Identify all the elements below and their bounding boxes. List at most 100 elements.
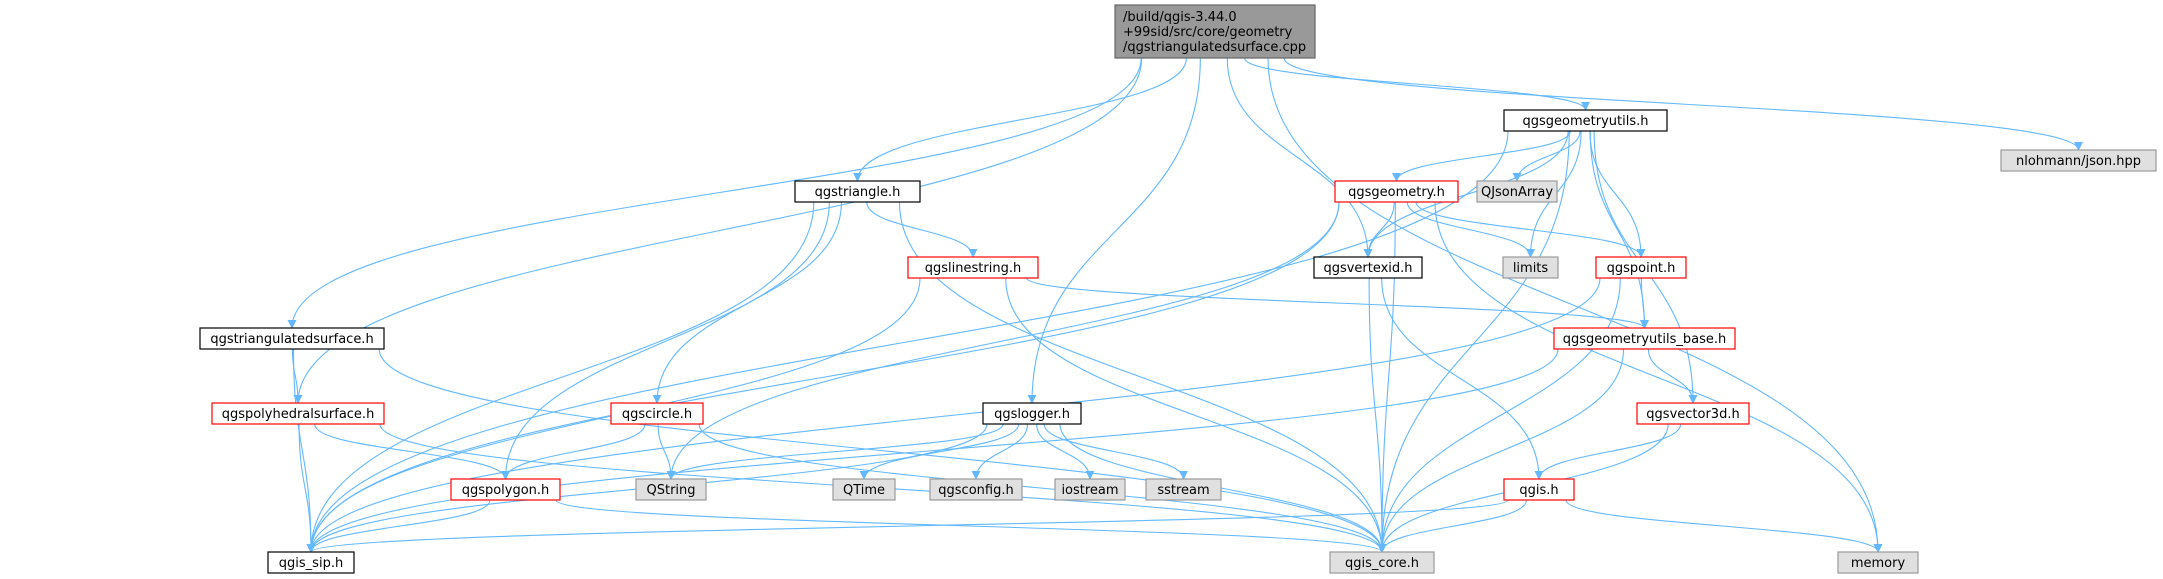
node-box-qgstriangle — [794, 180, 921, 203]
edge-qgsgeometryutils-to-qgis_core — [1377, 130, 1570, 553]
node-box-qgspoint — [1595, 256, 1687, 279]
edge-qgsvertexid-to-qgis — [1381, 277, 1544, 480]
edge-qgstriangle-to-qgspolygon — [501, 201, 830, 480]
edge-qgsgeometry-to-qgspoint — [1415, 201, 1646, 258]
node-box-qgscircle — [610, 402, 704, 425]
node-qgis_core: qgis_core.h — [1329, 551, 1435, 574]
node-label-qgsgeometryutils: qgsgeometryutils.h — [1523, 114, 1649, 129]
node-iostream: iostream — [1054, 478, 1126, 501]
edge-qgscircle-to-qgspolygon — [501, 423, 646, 480]
node-label-qgspolyhedralsurface: qgspolyhedralsurface.h — [222, 407, 375, 422]
node-qgslinestring[interactable]: qgslinestring.h — [907, 256, 1039, 279]
node-label-qgsvertexid: qgsvertexid.h — [1323, 261, 1412, 276]
node-label-qgis_sip: qgis_sip.h — [279, 556, 343, 571]
edge-qgstriangulatedsurface-to-qgis_core — [378, 348, 1387, 553]
node-label-qgslinestring: qgslinestring.h — [925, 261, 1021, 276]
node-box-memory — [1837, 551, 1919, 574]
edge-qgsgeometryutils-to-qgsvertexid — [1363, 130, 1569, 258]
edge-qgspolygon-to-qgis_core — [555, 499, 1387, 553]
node-qgsgeometryutils_base[interactable]: qgsgeometryutils_base.h — [1553, 327, 1736, 350]
node-box-qgslogger — [982, 402, 1082, 425]
edge-qgis-to-qgis_core — [1377, 499, 1527, 553]
edge-qgslinestring-to-qgsgeometryutils_base — [1026, 277, 1649, 329]
node-label-qgscircle: qgscircle.h — [622, 407, 692, 422]
edge-qgslogger-to-qgsconfig — [971, 423, 1029, 480]
node-box-qgis_sip — [267, 551, 355, 574]
edge-qgstriangulatedsurface-to-qgis_sip — [292, 348, 316, 553]
node-box-qgsgeometry — [1334, 180, 1459, 203]
node-box-qgsvector3d — [1636, 402, 1750, 425]
edge-qgspolyhedralsurface-to-qgis_sip — [298, 423, 316, 553]
node-box-qjsonarray — [1476, 180, 1558, 203]
edge-qgscircle-to-qstring — [657, 423, 676, 480]
node-label-iostream: iostream — [1061, 483, 1118, 498]
node-label-qgstriangle: qgstriangle.h — [815, 185, 901, 200]
node-label-root-line-0: /build/qgis-3.44.0 — [1123, 10, 1237, 25]
node-qgsvector3d[interactable]: qgsvector3d.h — [1636, 402, 1750, 425]
node-label-qgstriangulatedsurface: qgstriangulatedsurface.h — [210, 332, 373, 347]
node-box-nlohmann — [2000, 149, 2157, 172]
node-qgstriangulatedsurface[interactable]: qgstriangulatedsurface.h — [199, 327, 385, 350]
node-qgsgeometryutils[interactable]: qgsgeometryutils.h — [1503, 109, 1668, 132]
node-sstream: sstream — [1145, 478, 1222, 501]
node-box-qgis — [1503, 478, 1575, 501]
edge-qgslogger-to-iostream — [1036, 423, 1095, 480]
node-box-qgstriangulatedsurface — [199, 327, 385, 350]
node-label-limits: limits — [1513, 261, 1549, 276]
dependency-edges — [287, 57, 2083, 553]
edge-qgspolyhedralsurface-to-qgspolygon — [314, 423, 510, 480]
node-qgslogger[interactable]: qgslogger.h — [982, 402, 1082, 425]
edge-qgsvertexid-to-qgis_core — [1368, 277, 1387, 553]
edge-qgsgeometry-to-memory — [1434, 201, 1883, 553]
edge-qgsgeometryutils-to-qgspoint — [1589, 130, 1646, 258]
node-label-qstring: QString — [646, 483, 695, 498]
node-box-qgsgeometryutils_base — [1553, 327, 1736, 350]
node-qgstriangle[interactable]: qgstriangle.h — [794, 180, 921, 203]
node-limits: limits — [1502, 256, 1559, 279]
node-qgspoint[interactable]: qgspoint.h — [1595, 256, 1687, 279]
node-qgspolyhedralsurface[interactable]: qgspolyhedralsurface.h — [211, 402, 385, 425]
node-qgis_sip[interactable]: qgis_sip.h — [267, 551, 355, 574]
node-label-qgis: qgis.h — [1519, 483, 1558, 498]
edge-qgsgeometryutils-to-qgsgeometry — [1392, 130, 1571, 182]
edge-qgspolygon-to-qgis_sip — [306, 499, 491, 553]
node-label-qgslogger: qgslogger.h — [994, 407, 1070, 422]
node-label-memory: memory — [1851, 556, 1906, 571]
node-nlohmann: nlohmann/json.hpp — [2000, 149, 2157, 172]
node-box-qgsgeometryutils — [1503, 109, 1668, 132]
node-qgsconfig: qgsconfig.h — [929, 478, 1023, 501]
node-label-qgspoint: qgspoint.h — [1607, 261, 1676, 276]
node-label-qgsgeometry: qgsgeometry.h — [1348, 185, 1445, 200]
edge-qgspoint-to-qgsgeometryutils_base — [1639, 277, 1649, 329]
node-qtime: QTime — [832, 478, 896, 501]
edge-qgsgeometry-to-limits — [1406, 201, 1535, 258]
node-qstring: QString — [635, 478, 707, 501]
node-label-root-line-2: /qgstriangulatedsurface.cpp — [1123, 40, 1306, 55]
node-root[interactable]: /build/qgis-3.44.0+99sid/src/core/geomet… — [1114, 4, 1316, 59]
node-label-qgis_core: qgis_core.h — [1345, 556, 1419, 571]
node-box-limits — [1502, 256, 1559, 279]
node-box-sstream — [1145, 478, 1222, 501]
edge-root-to-nlohmann — [1283, 57, 2083, 151]
edge-root-to-qgspolyhedralsurface — [293, 57, 1143, 404]
edge-qgsgeometry-to-qgsvertexid — [1363, 201, 1395, 258]
header-nodes: /build/qgis-3.44.0+99sid/src/core/geomet… — [199, 4, 2157, 574]
edge-root-to-qgsvertexid — [1226, 57, 1373, 258]
edge-qgsgeometryutils_base-to-qgis_core — [1377, 348, 1625, 553]
node-box-qtime — [832, 478, 896, 501]
node-qgsgeometry[interactable]: qgsgeometry.h — [1334, 180, 1459, 203]
edge-qgsgeometryutils-to-qgis_sip — [306, 130, 1509, 553]
edge-qgsgeometry-to-qgis_core — [1377, 201, 1396, 553]
edge-qgis-to-qgis_sip — [306, 499, 1509, 553]
node-box-qstring — [635, 478, 707, 501]
edge-qgsgeometryutils_base-to-qgis_sip — [306, 348, 1559, 553]
node-memory: memory — [1837, 551, 1919, 574]
node-qgsvertexid[interactable]: qgsvertexid.h — [1313, 256, 1423, 279]
node-qgspolygon[interactable]: qgspolygon.h — [450, 478, 561, 501]
node-qgscircle[interactable]: qgscircle.h — [610, 402, 704, 425]
edge-root-to-qgstriangle — [853, 57, 1187, 182]
node-qgis[interactable]: qgis.h — [1503, 478, 1575, 501]
edge-root-to-qgstriangulatedsurface — [287, 57, 1142, 329]
edge-qgis-to-memory — [1565, 499, 1883, 553]
